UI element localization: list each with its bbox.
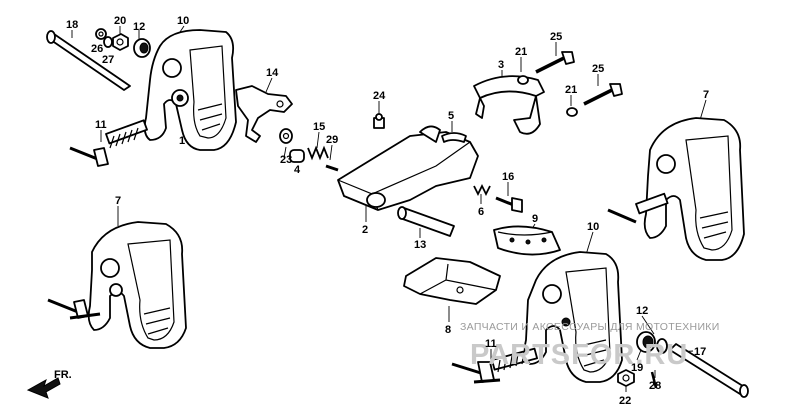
direction-label: FR. — [54, 369, 72, 381]
part-7-clamp-bracket-left — [47, 221, 187, 349]
part-15-spring — [307, 145, 329, 161]
part-26-27-washers — [95, 28, 113, 48]
part-17-rod — [669, 343, 749, 398]
callout-7-right: 7 — [703, 89, 709, 101]
watermark: ЗАПЧАСТИ И АКСЕССУАРЫ ДЛЯ МОТОТЕХНИКИ PA… — [460, 321, 720, 371]
part-21-washer-a — [517, 75, 529, 85]
callout-19: 19 — [631, 362, 643, 374]
callout-25-b: 25 — [592, 63, 604, 75]
part-19-washer — [656, 338, 668, 354]
callout-12-lower: 12 — [636, 305, 648, 317]
part-12-collar — [133, 38, 151, 58]
callout-14: 14 — [266, 67, 279, 79]
callout-15: 15 — [313, 121, 325, 133]
part-11-clamp-screw-lower — [451, 347, 538, 384]
callout-20: 20 — [114, 15, 126, 27]
part-23-collar — [279, 128, 293, 144]
part-20-nut — [112, 33, 129, 51]
part-3-half-ring — [473, 75, 545, 135]
callout-26: 26 — [91, 43, 103, 55]
callout-28: 28 — [649, 380, 661, 392]
callout-22: 22 — [619, 395, 631, 407]
part-14-lever — [235, 85, 293, 143]
part-9-lower-ring — [493, 225, 561, 256]
part-28-pin — [650, 371, 658, 389]
callout-6: 6 — [478, 206, 484, 218]
callout-1: 1 — [179, 135, 185, 147]
callout-12: 12 — [133, 21, 145, 33]
callout-4: 4 — [294, 164, 301, 176]
callout-27: 27 — [102, 54, 114, 66]
callout-23: 23 — [280, 154, 292, 166]
part-7-clamp-bracket-right — [607, 117, 745, 261]
callout-18: 18 — [66, 19, 78, 31]
callout-10-lower: 10 — [587, 221, 599, 233]
callout-21-a: 21 — [515, 46, 527, 58]
arrow-icon — [26, 377, 61, 399]
part-13-pipe — [397, 206, 455, 237]
callout-9: 9 — [532, 213, 538, 225]
part-29-pin — [325, 164, 339, 172]
part-11-clamp-screw-upper — [69, 119, 148, 167]
callout-7-left: 7 — [115, 195, 121, 207]
part-10-clamp-bracket-lower — [523, 251, 623, 383]
callout-10: 10 — [177, 15, 189, 27]
part-16-bolt — [495, 196, 523, 213]
callout-11-lower: 11 — [485, 338, 497, 350]
part-21-washer-b — [566, 107, 578, 117]
part-5-bushing — [441, 132, 467, 143]
callout-3: 3 — [498, 59, 504, 71]
callout-2: 2 — [362, 224, 368, 236]
callout-24: 24 — [373, 90, 386, 102]
callout-labels: 18 20 12 26 27 10 14 11 1 24 5 3 21 25 2… — [66, 15, 709, 407]
callout-8: 8 — [445, 324, 451, 336]
callout-16: 16 — [502, 171, 514, 183]
part-2-swivel-case — [337, 125, 479, 211]
part-25-bolt-a — [535, 51, 575, 74]
callout-25-a: 25 — [550, 31, 562, 43]
part-6-spring — [473, 183, 491, 197]
callout-11: 11 — [95, 119, 107, 131]
part-4-bushing — [289, 149, 305, 163]
watermark-line1: ЗАПЧАСТИ И АКСЕССУАРЫ ДЛЯ МОТОТЕХНИКИ — [460, 321, 720, 333]
callout-13: 13 — [414, 239, 426, 251]
part-24-grease-nipple — [373, 113, 385, 129]
part-18-tilt-rod — [46, 30, 131, 91]
part-25-bolt-b — [583, 83, 623, 106]
callout-29: 29 — [326, 134, 338, 146]
part-10-clamp-bracket-upper — [143, 29, 237, 151]
callout-21-b: 21 — [565, 84, 577, 96]
part-8-bracket-base — [403, 257, 501, 305]
part-12-collar-lower — [636, 331, 656, 353]
front-direction-arrow: FR. — [26, 369, 72, 399]
callout-5: 5 — [448, 110, 454, 122]
watermark-line2: PARTSFOR.RU — [470, 339, 688, 371]
part-22-nut — [617, 369, 635, 387]
callout-17: 17 — [694, 346, 706, 358]
